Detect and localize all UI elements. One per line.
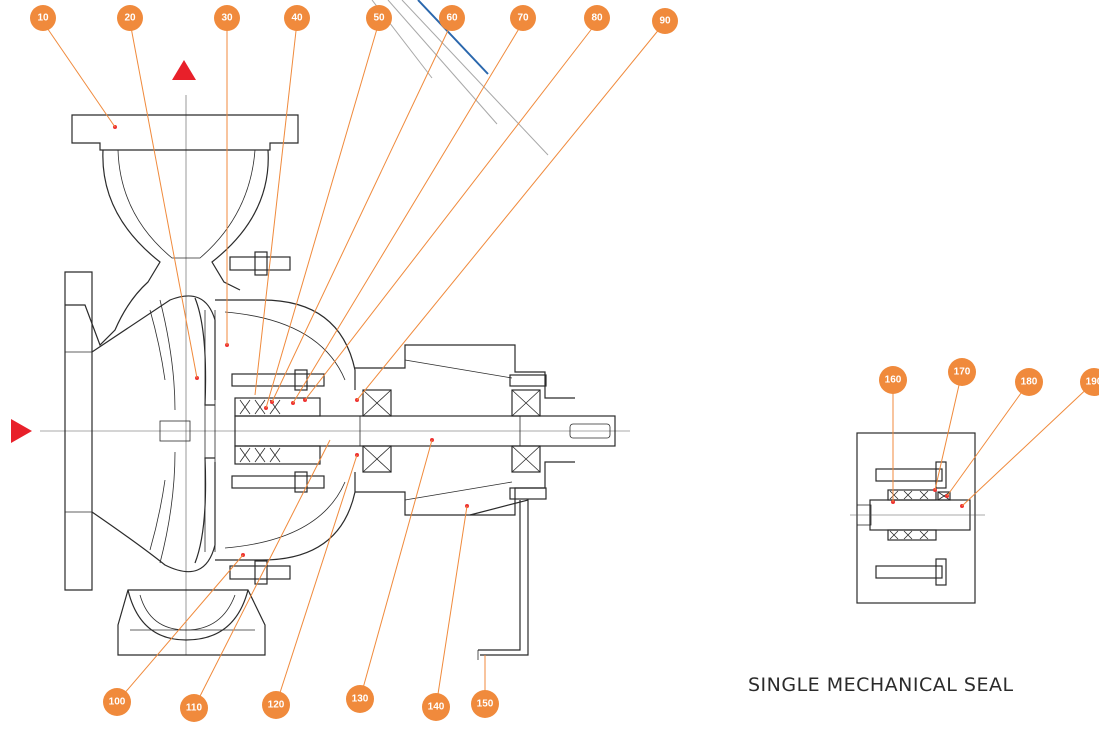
svg-text:20: 20 [124, 13, 136, 24]
seal-caption: SINGLE MECHANICAL SEAL [748, 674, 1014, 696]
svg-text:10: 10 [37, 13, 49, 24]
outlet-flow-arrow [172, 60, 196, 80]
callout-170: 170 [948, 358, 976, 386]
svg-text:150: 150 [477, 699, 494, 710]
callout-80: 80 [584, 5, 610, 31]
bearings [362, 389, 541, 473]
callout-20: 20 [117, 5, 143, 31]
inlet-flow-arrow [11, 419, 32, 443]
mechanical-seal-detail [850, 371, 1095, 604]
svg-text:40: 40 [291, 13, 303, 24]
callout-160: 160 [879, 366, 907, 394]
svg-text:30: 30 [221, 13, 233, 24]
callout-190: 190 [1080, 368, 1099, 396]
part-dots [113, 125, 469, 557]
callout-50: 50 [366, 5, 392, 31]
reference-lines [371, 0, 549, 156]
callout-140: 140 [422, 693, 450, 721]
svg-text:70: 70 [517, 13, 529, 24]
callout-60: 60 [439, 5, 465, 31]
centerlines [40, 95, 630, 655]
callout-180: 180 [1015, 368, 1043, 396]
callout-130: 130 [346, 685, 374, 713]
callout-30: 30 [214, 5, 240, 31]
pump-casing [64, 114, 299, 656]
blue-reference-line [417, 0, 489, 75]
svg-text:170: 170 [954, 367, 971, 378]
gland-packing [234, 397, 321, 465]
svg-text:110: 110 [186, 703, 203, 714]
callout-70: 70 [510, 5, 536, 31]
svg-text:140: 140 [428, 702, 445, 713]
callout-120: 120 [262, 691, 290, 719]
callout-90: 90 [652, 8, 678, 34]
bearing-bracket [215, 299, 575, 660]
svg-text:180: 180 [1021, 377, 1038, 388]
svg-text:60: 60 [446, 13, 458, 24]
callout-10: 10 [30, 5, 56, 31]
shaft [159, 415, 616, 447]
svg-text:50: 50 [373, 13, 385, 24]
svg-text:100: 100 [109, 697, 126, 708]
callout-40: 40 [284, 5, 310, 31]
svg-text:90: 90 [659, 16, 671, 27]
bolts [229, 251, 547, 585]
svg-text:160: 160 [885, 375, 902, 386]
callout-110: 110 [180, 694, 208, 722]
callout-150: 150 [471, 690, 499, 718]
svg-text:190: 190 [1086, 377, 1099, 388]
leader-lines [42, 21, 666, 709]
svg-text:130: 130 [352, 694, 369, 705]
svg-text:80: 80 [591, 13, 603, 24]
svg-text:120: 120 [268, 700, 285, 711]
callout-100: 100 [103, 688, 131, 716]
